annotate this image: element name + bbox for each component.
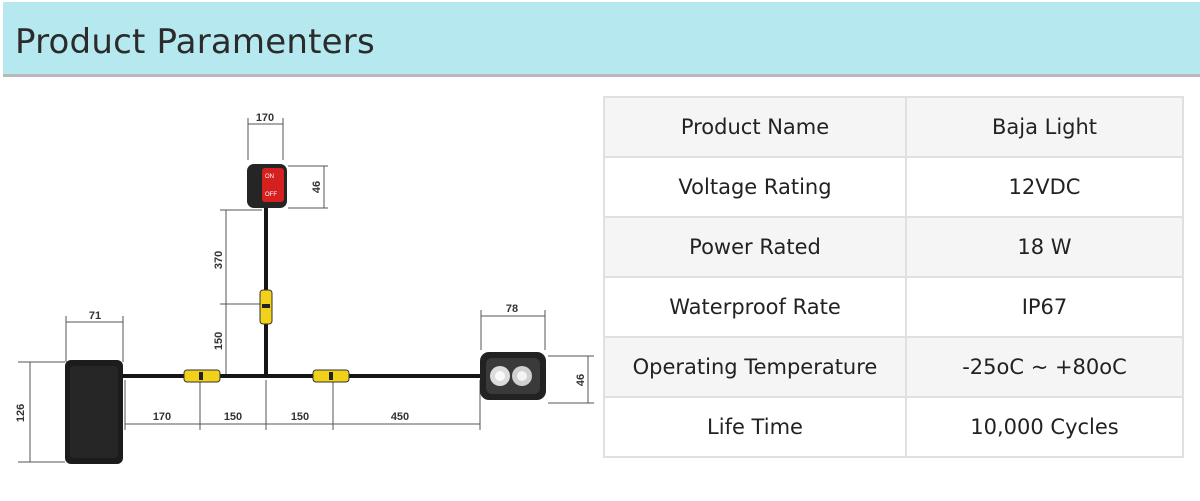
spec-value: 18 W (905, 216, 1184, 278)
spec-name: Product Name (603, 96, 907, 158)
connector-vertical (259, 289, 273, 325)
page-title: Product Paramenters (15, 22, 375, 62)
spec-row: Product Name Baja Light (603, 96, 1184, 158)
spec-table: Product Name Baja Light Voltage Rating 1… (603, 96, 1184, 458)
spec-row: Operating Temperature -25oC ~ +80oC (603, 336, 1184, 398)
wiring-diagram-svg: ON OFF 170 46 370 150 71 126 170 150 150… (15, 112, 594, 464)
spec-value: 12VDC (905, 156, 1184, 218)
switch-off-label: OFF (265, 192, 277, 198)
spec-row: Power Rated 18 W (603, 216, 1184, 278)
wiring-diagram: ON OFF 170 46 370 150 71 126 170 150 150… (0, 80, 600, 501)
connector-right (312, 369, 350, 383)
spec-name: Operating Temperature (603, 336, 907, 398)
spec-value: 10,000 Cycles (905, 396, 1184, 458)
spec-name: Life Time (603, 396, 907, 458)
dim-cable-lower: 150 (213, 332, 225, 350)
spec-row: Voltage Rating 12VDC (603, 156, 1184, 218)
spec-value: Baja Light (905, 96, 1184, 158)
dim-segment-3: 150 (291, 411, 309, 423)
dim-segment-2: 150 (224, 411, 242, 423)
dim-segment-1: 170 (153, 411, 171, 423)
dim-box-width: 71 (89, 310, 101, 322)
switch-on-label: ON (265, 174, 274, 180)
dim-switch-height: 46 (311, 181, 323, 193)
dim-switch-width: 170 (256, 112, 274, 124)
spec-value: IP67 (905, 276, 1184, 338)
control-box (65, 360, 123, 464)
dim-segment-4: 450 (391, 411, 409, 423)
spec-row: Life Time 10,000 Cycles (603, 396, 1184, 458)
spec-value: -25oC ~ +80oC (905, 336, 1184, 398)
dim-light-height: 46 (575, 374, 587, 386)
baja-light (480, 352, 546, 400)
rocker-switch: ON OFF (247, 164, 287, 208)
dim-cable-upper: 370 (213, 251, 225, 269)
dim-light-width: 78 (506, 303, 518, 315)
spec-name: Waterproof Rate (603, 276, 907, 338)
spec-name: Power Rated (603, 216, 907, 278)
dim-box-height: 126 (15, 404, 27, 422)
connector-left (183, 369, 221, 383)
page-header: Product Paramenters (3, 2, 1200, 77)
spec-name: Voltage Rating (603, 156, 907, 218)
spec-row: Waterproof Rate IP67 (603, 276, 1184, 338)
